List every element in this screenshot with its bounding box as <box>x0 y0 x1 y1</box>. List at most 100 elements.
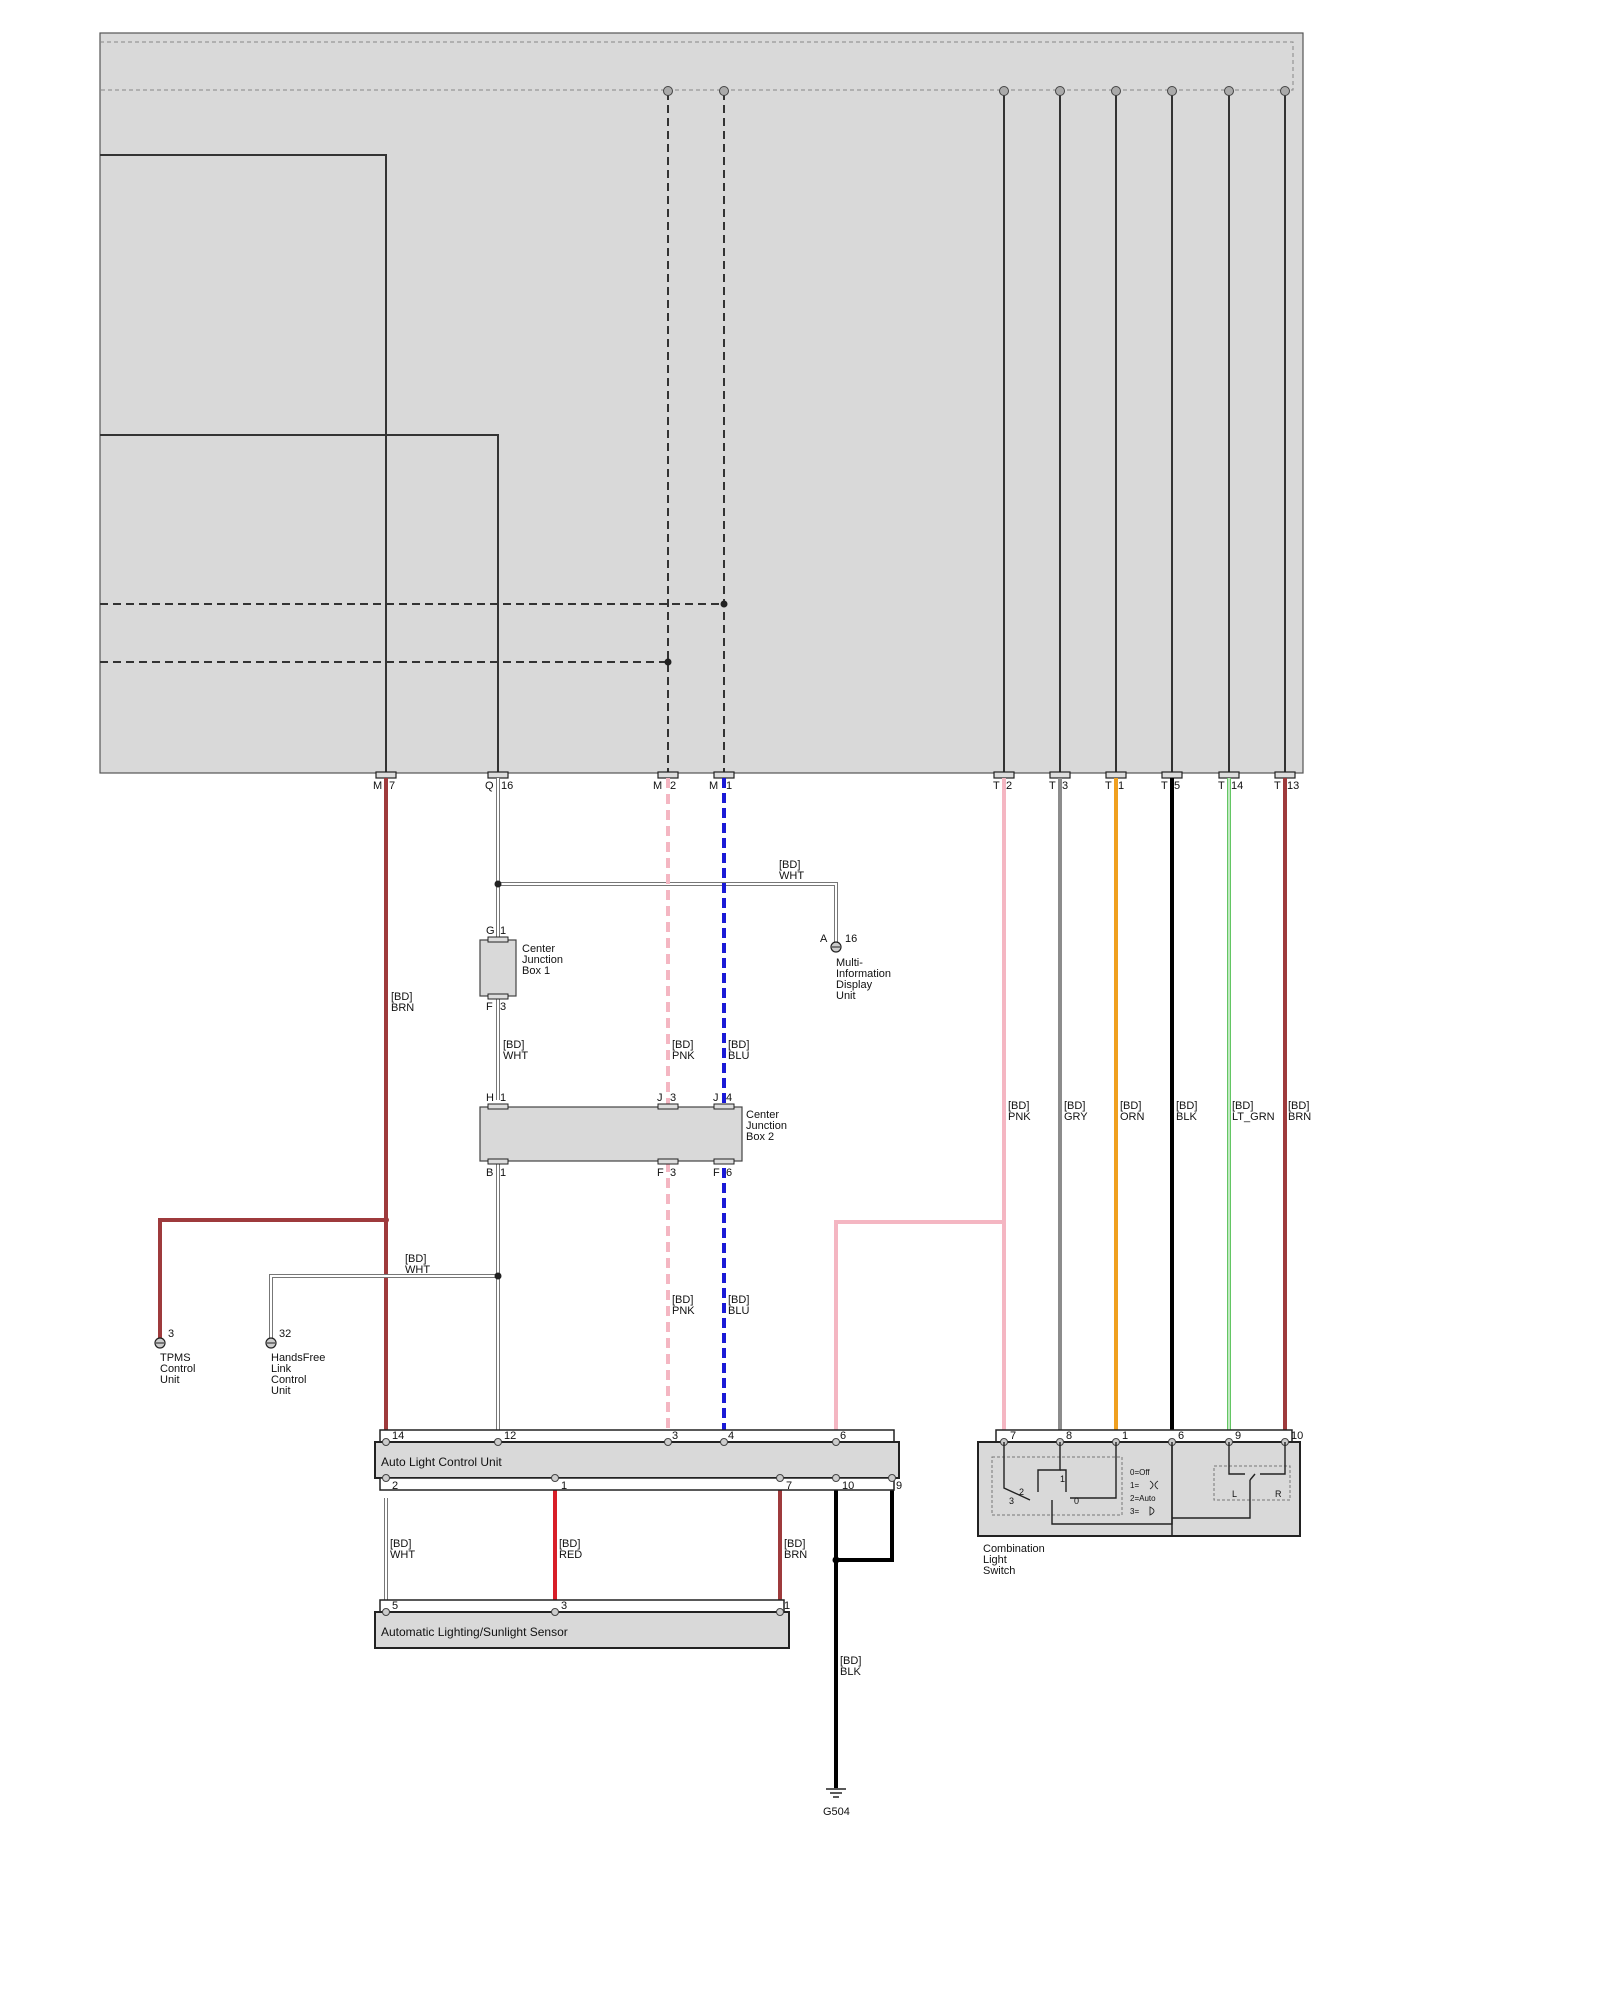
tpms-label-1: TPMS <box>160 1352 191 1364</box>
top-pin-stubs <box>375 771 1296 779</box>
wl-t-gry-bd: [BD] <box>1064 1100 1085 1112</box>
hfl-pin: 32 <box>279 1328 291 1340</box>
cjb1-bot-conn: F <box>486 1001 493 1013</box>
wl-blu-mid-bd: [BD] <box>728 1039 749 1051</box>
cjb2-f2-pin: 6 <box>726 1167 732 1179</box>
alcu-top-pin-3: 3 <box>672 1430 678 1442</box>
cls-lr-l: L <box>1232 1489 1237 1499</box>
cls-sw-num-2: 1 <box>1060 1474 1065 1484</box>
cls-pin-2: 8 <box>1066 1430 1072 1442</box>
wl-pnk-low-color: PNK <box>672 1305 695 1317</box>
wire-labels: [BD] BRN [BD] WHT [BD] WHT [BD] PNK [BD]… <box>390 859 1311 1678</box>
cls-legend-2: 1= <box>1130 1481 1139 1490</box>
auto-light-control-unit: 14 12 3 4 6 Auto Light Control Unit 2 1 … <box>374 1429 902 1492</box>
wl-wht-low-bd: [BD] <box>405 1253 426 1265</box>
pin-t2-num: 2 <box>1006 780 1012 792</box>
alcu-top-pin-1: 14 <box>392 1430 404 1442</box>
pin-m1-conn: M <box>709 780 718 792</box>
wl-brn-main-color: BRN <box>391 1002 414 1014</box>
cjb1-top-conn: G <box>486 925 495 937</box>
tpms-label-2: Control <box>160 1363 195 1375</box>
alcu-name: Auto Light Control Unit <box>381 1455 502 1469</box>
pin-t14-num: 14 <box>1231 780 1243 792</box>
cls-sw-num-3: 3 <box>1009 1496 1014 1506</box>
wl-pnk-mid-bd: [BD] <box>672 1039 693 1051</box>
wl-gnd-blk-color: BLK <box>840 1666 861 1678</box>
cls-label-2: Light <box>983 1554 1007 1566</box>
pin-q16-num: 16 <box>501 780 513 792</box>
cjb1-label-2: Junction <box>522 954 563 966</box>
pin-t3-conn: T <box>1049 780 1056 792</box>
wl-sens-brn-color: BRN <box>784 1549 807 1561</box>
mid-label-2: Information <box>836 968 891 980</box>
wl-gnd-blk-bd: [BD] <box>840 1655 861 1667</box>
mid-label-4: Unit <box>836 990 856 1002</box>
pin-t5-num: 5 <box>1174 780 1180 792</box>
pin-t3-num: 3 <box>1062 780 1068 792</box>
alcu-top-pin-4: 4 <box>728 1430 734 1442</box>
wl-t-pnk-bd: [BD] <box>1008 1100 1029 1112</box>
wl-wht-low-color: WHT <box>405 1264 430 1276</box>
wl-t-gry-color: GRY <box>1064 1111 1088 1123</box>
alcu-bot-pin-4: 10 <box>842 1480 854 1492</box>
wl-sens-brn-bd: [BD] <box>784 1538 805 1550</box>
cjb2-h-conn: H <box>486 1092 494 1104</box>
sensor-name: Automatic Lighting/Sunlight Sensor <box>381 1625 568 1639</box>
top-pin-labels: M 7 Q 16 M 2 M 1 T 2 T 3 T 1 T 5 T 14 T … <box>373 780 1299 792</box>
mid-unit: A 16 Multi- Information Display Unit <box>820 933 891 1002</box>
wl-blu-mid-color: BLU <box>728 1050 749 1062</box>
alcu-top-pin-5: 6 <box>840 1430 846 1442</box>
tpms-control-unit: 3 TPMS Control Unit <box>154 1328 195 1386</box>
pin-m2-num: 2 <box>670 780 676 792</box>
wl-blu-low-color: BLU <box>728 1305 749 1317</box>
pin-t5-conn: T <box>1161 780 1168 792</box>
cls-pin-1: 7 <box>1010 1430 1016 1442</box>
cjb2-b-conn: B <box>486 1167 493 1179</box>
wl-t-grn-bd: [BD] <box>1232 1100 1253 1112</box>
cls-legend-4: 3= <box>1130 1507 1139 1516</box>
sensor-pin-1: 5 <box>392 1600 398 1612</box>
alcu-bot-pin-3: 7 <box>786 1480 792 1492</box>
wl-wht-top-color: WHT <box>779 870 804 882</box>
center-junction-box-1: G 1 F 3 Center Junction Box 1 <box>479 925 563 1013</box>
pin-t13-conn: T <box>1274 780 1281 792</box>
cls-label-1: Combination <box>983 1543 1045 1555</box>
pin-t14-conn: T <box>1218 780 1225 792</box>
alcu-bot-pin-2: 1 <box>561 1480 567 1492</box>
hfl-label-3: Control <box>271 1374 306 1386</box>
pin-t1-conn: T <box>1105 780 1112 792</box>
cls-lr-r: R <box>1275 1489 1282 1499</box>
pin-m7-num: 7 <box>389 780 395 792</box>
cls-pin-6: 10 <box>1291 1430 1303 1442</box>
wire-t-pnk <box>834 778 1006 1437</box>
pin-m7-conn: M <box>373 780 382 792</box>
cls-legend-1: 0=Off <box>1130 1468 1150 1477</box>
combination-light-switch: 7 8 1 6 9 10 2 1 3 0 0=Off 1= 2=Auto 3= <box>977 1429 1303 1577</box>
wl-sens-red-bd: [BD] <box>559 1538 580 1550</box>
ground-g504: G504 <box>823 1788 850 1818</box>
wire-wht <box>269 778 838 1437</box>
mid-pin: 16 <box>845 933 857 945</box>
cls-sw-num-4: 0 <box>1074 1496 1079 1506</box>
wl-t-brn-bd: [BD] <box>1288 1100 1309 1112</box>
tpms-pin: 3 <box>168 1328 174 1340</box>
pin-t1-num: 1 <box>1118 780 1124 792</box>
wl-t-brn-color: BRN <box>1288 1111 1311 1123</box>
cjb1-top-pin: 1 <box>500 925 506 937</box>
cjb1-label-3: Box 1 <box>522 965 550 977</box>
alcu-bot-pin-5: 9 <box>896 1480 902 1492</box>
lamp-icon <box>1149 1480 1159 1516</box>
wl-pnk-mid-color: PNK <box>672 1050 695 1062</box>
wl-brn-main-bd: [BD] <box>391 991 412 1003</box>
cls-pin-3: 1 <box>1122 1430 1128 1442</box>
sunlight-sensor: 5 3 1 Automatic Lighting/Sunlight Sensor <box>374 1599 790 1649</box>
cjb2-h-pin: 1 <box>500 1092 506 1104</box>
cjb2-f1-pin: 3 <box>670 1167 676 1179</box>
hfl-label-2: Link <box>271 1363 292 1375</box>
wl-sens-wht-color: WHT <box>390 1549 415 1561</box>
sensor-pin-3: 1 <box>784 1600 790 1612</box>
cjb1-bot-pin: 3 <box>500 1001 506 1013</box>
pin-t2-conn: T <box>993 780 1000 792</box>
cjb2-f2-conn: F <box>713 1167 720 1179</box>
